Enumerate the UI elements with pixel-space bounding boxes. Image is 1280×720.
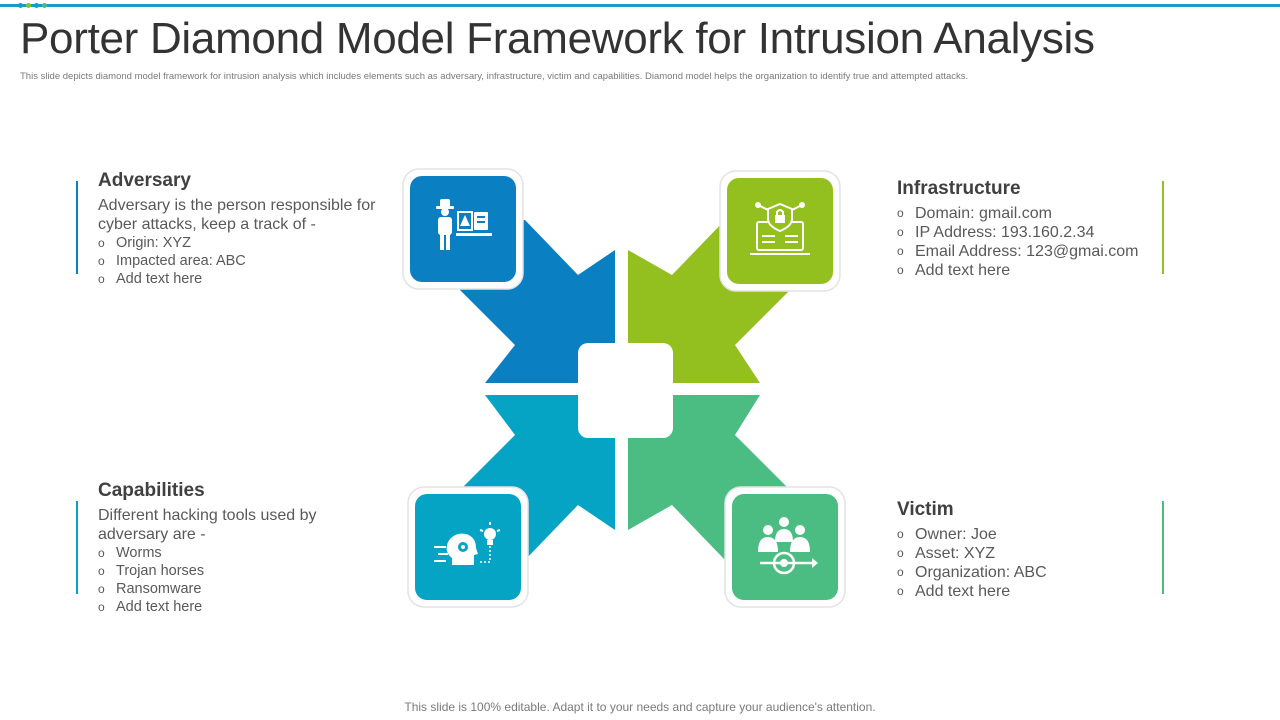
adversary-block: Adversary Adversary is the person respon… [98,170,398,288]
capabilities-accent-line [76,501,78,594]
head-gear-lightbulb-icon [434,522,501,565]
top-accent-bar [0,4,1280,7]
top-dots [18,3,47,8]
page-title: Porter Diamond Model Framework for Intru… [20,14,1095,63]
capabilities-description: Different hacking tools used by adversar… [98,507,317,543]
victim-accent-line [1162,501,1164,594]
infrastructure-heading: Infrastructure [897,178,1021,199]
center-square [578,343,673,438]
hacker-at-computer-icon [436,199,492,250]
diamond-model-diagram [402,168,846,608]
adversary-accent-line [76,181,78,274]
victim-tile [732,494,838,600]
adversary-heading: Adversary [98,170,191,191]
adversary-description: Adversary is the person responsible for … [98,197,376,233]
footer-note: This slide is 100% editable. Adapt it to… [404,700,876,714]
secure-laptop-shield-icon [750,202,810,255]
page-subtitle: This slide depicts diamond model framewo… [20,71,969,82]
infrastructure-accent-line [1162,181,1164,274]
victim-heading: Victim [897,499,954,520]
group-target-icon [758,517,818,575]
capabilities-block: Capabilities Different hacking tools use… [98,480,398,616]
capabilities-heading: Capabilities [98,480,205,501]
